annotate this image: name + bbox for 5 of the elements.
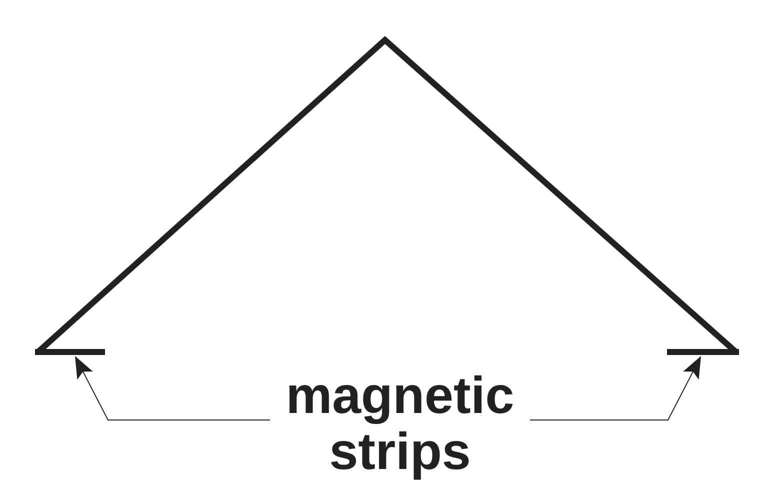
part-label: magnetic strips: [270, 368, 530, 480]
leader-line: [75, 356, 270, 420]
leader-line: [530, 356, 701, 420]
magnetic-strip: [667, 349, 739, 355]
magnetic-strip: [35, 349, 105, 355]
